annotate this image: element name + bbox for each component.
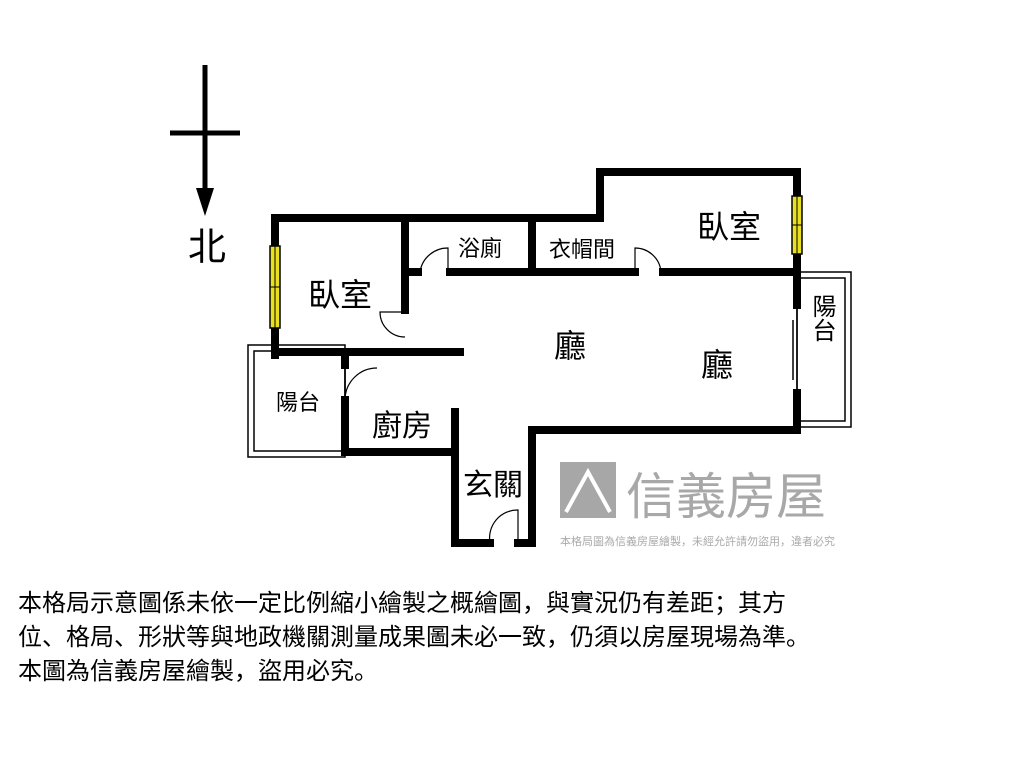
room-living-1: 廳 [554,327,586,365]
room-closet: 衣帽間 [549,238,615,263]
disclaimer-line: 本圖為信義房屋繪製，盜用必究。 [18,657,378,685]
window-icon [269,195,803,329]
room-kitchen: 廚房 [372,409,432,444]
room-bathroom: 浴廁 [458,237,502,262]
door-icons [344,247,662,544]
north-label: 北 [188,225,226,269]
watermark-notice: 本格局圖為信義房屋繪製，未經允許請勿盜用，違者必究 [560,534,835,548]
walls [271,168,801,547]
watermark-brand: 信義房屋 [626,468,826,526]
room-living-2: 廳 [701,346,733,384]
disclaimer-line: 本格局示意圖係未依一定比例縮小繪製之概繪圖，與實況仍有差距；其方 [18,589,786,617]
room-balcony-left: 陽台 [276,391,320,416]
room-bedroom-left: 臥室 [308,276,372,314]
room-entrance: 玄關 [463,468,523,503]
floor-plan: 北 信義房 [170,65,852,548]
north-arrow-icon [170,65,240,216]
disclaimer: 本格局示意圖係未依一定比例縮小繪製之概繪圖，與實況仍有差距；其方 位、格局、形狀… [18,586,1018,688]
room-balcony-right: 陽台 [808,294,836,342]
watermark-logo-icon [560,462,616,518]
room-bedroom-right: 臥室 [697,208,761,246]
disclaimer-line: 位、格局、形狀等與地政機關測量成果圖未必一致，仍須以房屋現場為準。 [18,623,810,651]
